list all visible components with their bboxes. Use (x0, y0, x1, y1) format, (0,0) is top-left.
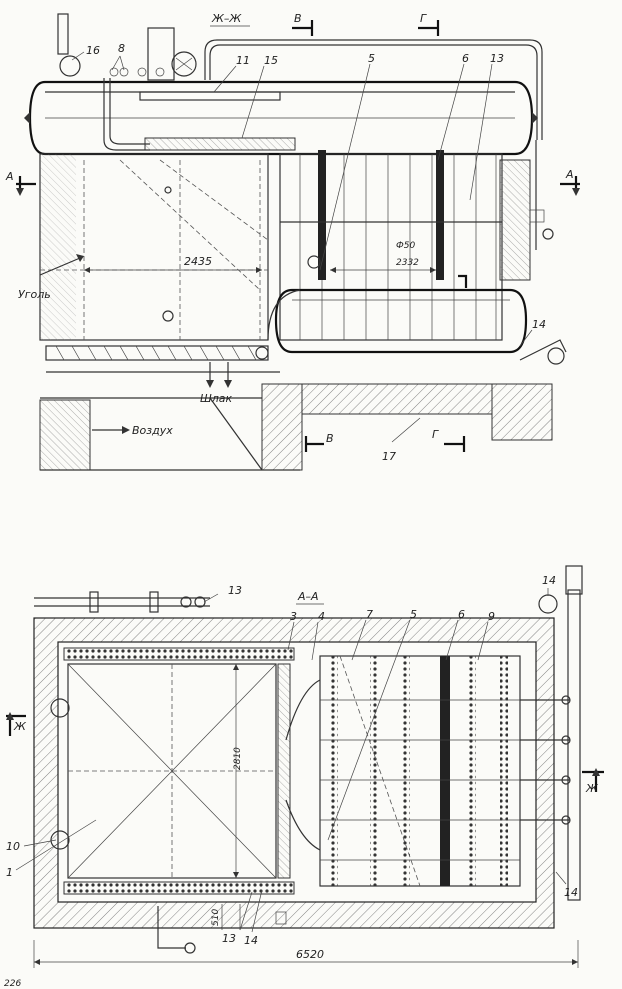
plan-leaders (15, 588, 567, 933)
mud-drum (267, 288, 528, 354)
callout-11: 11 (236, 54, 250, 67)
callout-10: 10 (6, 840, 20, 853)
dimension-2435 (84, 267, 262, 273)
plan-tube-bank (319, 655, 521, 887)
cut-a-right-label: А (565, 168, 574, 181)
callout-14-plan-bottom-left: 14 (244, 934, 258, 947)
dim-2435-text: 2435 (184, 255, 212, 268)
cut-v-top-label: В (294, 12, 302, 25)
callout-6-top: 6 (462, 52, 469, 65)
cut-v-bottom-label: В (326, 432, 334, 445)
inspection-port-bottom (50, 830, 70, 850)
callout-4: 4 (318, 610, 325, 623)
plan-side-piping (285, 565, 583, 901)
section-a-title: А–А (297, 590, 319, 603)
callout-8: 8 (118, 42, 125, 55)
dimension-510 (221, 904, 241, 930)
section-zh-view: Ж–Ж В Г (5, 12, 580, 471)
dimension-2332 (330, 267, 436, 273)
section-zh-title: Ж–Ж (211, 12, 242, 25)
label-coal: Уголь (18, 288, 51, 301)
section-a-plan-view: А–А (6, 565, 604, 968)
dim-d50-text: Ф50 (396, 241, 415, 251)
callout-15: 15 (264, 54, 278, 67)
dimension-2810 (233, 664, 239, 878)
top-leaders (71, 51, 533, 443)
convective-tube-bank (279, 150, 503, 341)
cut-g-top-label: Г (420, 12, 427, 25)
page-number: 226 (4, 979, 21, 989)
callout-9: 9 (488, 610, 495, 623)
chain-grate (45, 345, 280, 388)
furnace-chamber (39, 153, 269, 341)
cut-a-left-label: А (5, 170, 14, 183)
dim-6520-text: 6520 (296, 948, 324, 961)
plan-top-piping (34, 591, 210, 613)
cut-a-marks (16, 176, 580, 196)
callout-7: 7 (366, 608, 373, 621)
callout-14-plan-top: 14 (542, 574, 556, 587)
coal-feed-arrow (39, 254, 84, 276)
cut-zh-left-label: Ж (13, 720, 27, 733)
callout-5-top: 5 (368, 52, 375, 65)
callout-13-plan-top: 13 (228, 584, 242, 597)
label-air: Воздух (132, 424, 173, 437)
top-piping (57, 13, 543, 151)
callout-16: 16 (86, 44, 100, 57)
callout-14-top: 14 (532, 318, 546, 331)
air-inlet-arrow (92, 426, 130, 434)
cut-zh-right-label: Ж (585, 782, 599, 795)
foundation (39, 383, 553, 471)
plan-bottom-piping (157, 906, 287, 954)
callout-13-top: 13 (490, 52, 504, 65)
furnace-grate-plan (67, 663, 277, 879)
dim-2810-text: 2810 (233, 747, 243, 770)
callout-6-plan: 6 (458, 608, 465, 621)
callout-17: 17 (382, 450, 396, 463)
callout-14-plan-bottom-right: 14 (564, 886, 578, 899)
right-side-fittings (519, 140, 567, 365)
callout-13-plan-bottom: 13 (222, 932, 236, 945)
dim-2332-text: 2332 (396, 258, 419, 268)
brick-setting (33, 617, 555, 929)
label-slag: Шлак (200, 392, 233, 405)
callout-1: 1 (6, 866, 13, 879)
dim-510-text: 510 (211, 909, 221, 926)
inspection-port-top (50, 698, 70, 718)
callout-3: 3 (290, 610, 297, 623)
dimension-6520 (33, 940, 579, 968)
callout-5-plan: 5 (410, 608, 417, 621)
cut-g-bottom-label: Г (432, 428, 439, 441)
